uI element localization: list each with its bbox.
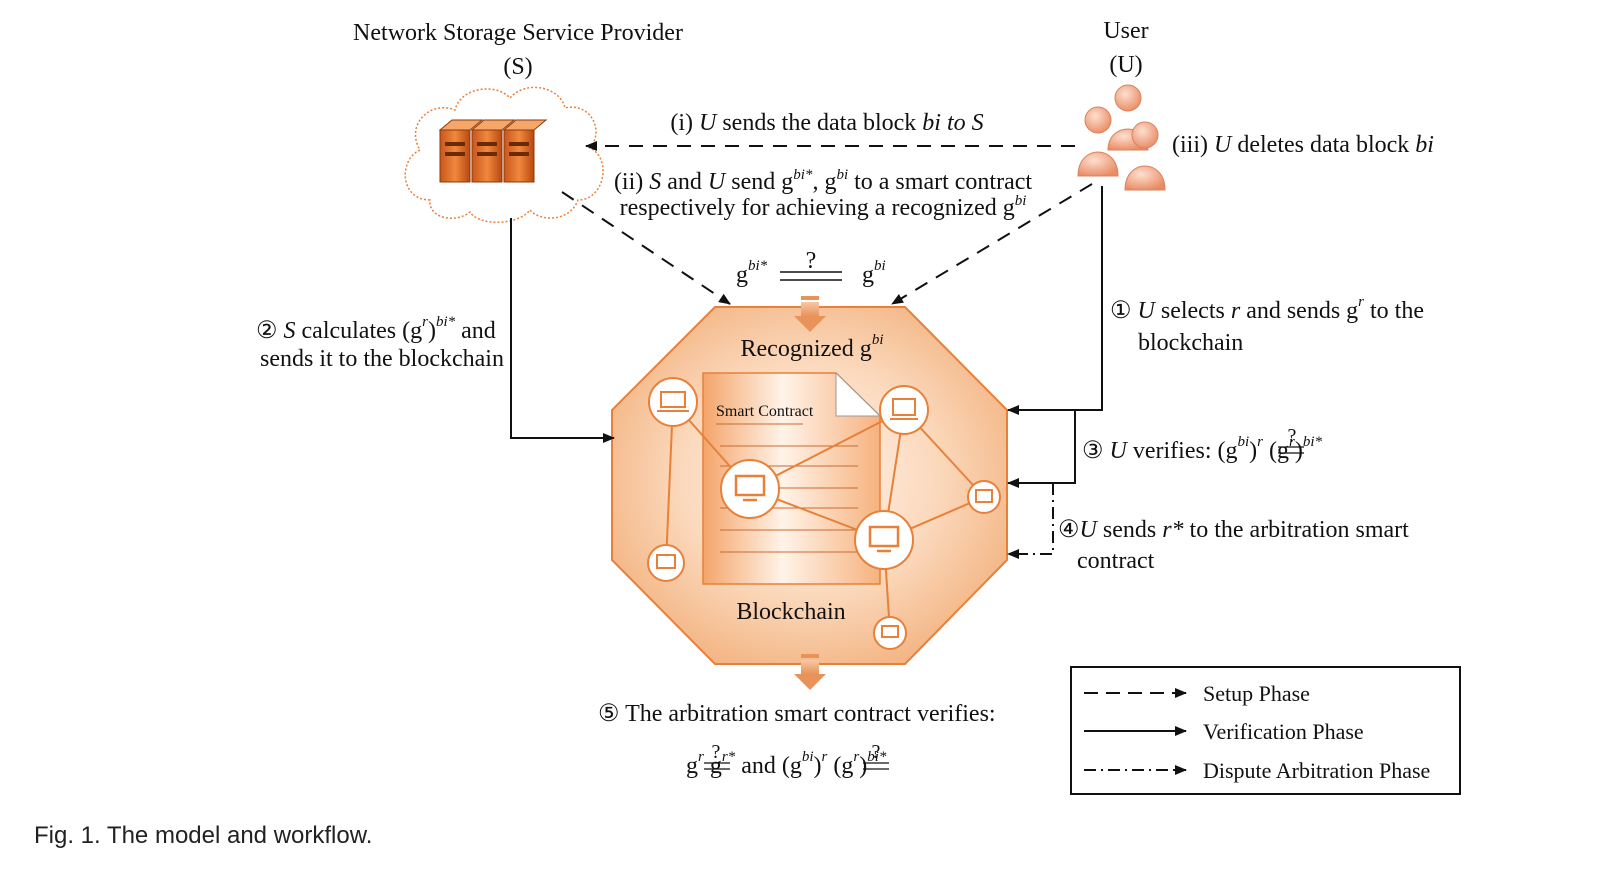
verify-step-3-equality: ? <box>1278 425 1304 454</box>
down-arrow-icon <box>794 296 826 332</box>
svg-text:?: ? <box>806 248 817 274</box>
verify-step-2-line1: ② S calculates (gr)bi* and <box>256 314 496 344</box>
provider-symbol: (S) <box>503 54 532 80</box>
svg-text:gbi: gbi <box>862 258 886 288</box>
dispute-step-4-line1: ④U sends r* to the arbitration smart <box>1058 517 1409 543</box>
contract-title: Smart Contract <box>716 403 814 420</box>
arrow-user-to-arbitration <box>1007 483 1054 559</box>
computer-node-icon <box>720 459 780 519</box>
arrow-user-verifies <box>1007 410 1076 488</box>
comparison-equation: gbi* ? gbi <box>736 248 886 288</box>
verify-step-2-line2: sends it to the blockchain <box>260 346 504 372</box>
svg-text:gbi*: gbi* <box>736 258 768 288</box>
computer-node-icon <box>647 544 685 582</box>
server-icon <box>502 119 548 183</box>
computer-node-icon <box>854 510 914 570</box>
server-icon <box>470 119 516 183</box>
verify-step-1-line2: blockchain <box>1138 330 1243 356</box>
user-symbol: (U) <box>1109 52 1142 78</box>
provider-title: Network Storage Service Provider <box>353 20 683 46</box>
down-arrow-icon <box>794 654 826 690</box>
setup-step-ii-line2: respectively for achieving a recognized … <box>620 193 1027 221</box>
setup-step-iii: (iii) U deletes data block bi <box>1172 132 1434 158</box>
setup-step-i: (i) U sends the data block bi to S <box>670 110 983 136</box>
setup-step-ii-line1: (ii) S and U send gbi*, gbi to a smart c… <box>614 167 1032 195</box>
computer-node-icon <box>879 385 929 435</box>
arrow-user-to-blockchain <box>1007 186 1103 415</box>
legend-dispute-label: Dispute Arbitration Phase <box>1203 758 1430 783</box>
blockchain-label: Blockchain <box>736 599 845 625</box>
figure-caption: Fig. 1. The model and workflow. <box>34 822 373 849</box>
arrow-provider-to-contract <box>561 191 731 305</box>
dispute-step-5-equation: gr gr* and (gbi)r (gr)bi* <box>686 749 887 779</box>
arrow-user-to-contract <box>891 183 1093 305</box>
legend: Setup Phase Verification Phase Dispute A… <box>1070 666 1461 795</box>
legend-verification-label: Verification Phase <box>1203 719 1364 744</box>
computer-node-icon <box>648 377 698 427</box>
legend-setup-label: Setup Phase <box>1203 681 1310 706</box>
dispute-step-5-equality-1: ? <box>704 741 730 770</box>
computer-node-icon <box>873 616 907 650</box>
dispute-step-5: ⑤ The arbitration smart contract verifie… <box>598 701 996 727</box>
dispute-step-4-line2: contract <box>1077 548 1155 574</box>
server-icon <box>438 119 484 183</box>
smart-contract-document: Smart Contract <box>702 371 882 585</box>
verify-step-1-line1: ① U selects r and sends gr to the <box>1110 294 1424 324</box>
svg-text:?: ? <box>1288 425 1297 447</box>
user-title: User <box>1103 18 1148 44</box>
cloud-server-icon <box>404 86 604 223</box>
computer-node-icon <box>967 480 1001 514</box>
dispute-step-5-equality-2: ? <box>863 741 889 770</box>
users-icon <box>1077 84 1166 191</box>
verify-step-3: ③ U verifies: (gbi)r (gr)bi* <box>1082 434 1323 464</box>
svg-text:?: ? <box>712 741 721 763</box>
arrow-provider-to-blockchain <box>510 218 615 443</box>
svg-text:?: ? <box>872 741 881 763</box>
recognized-label: Recognized gbi <box>741 332 884 362</box>
